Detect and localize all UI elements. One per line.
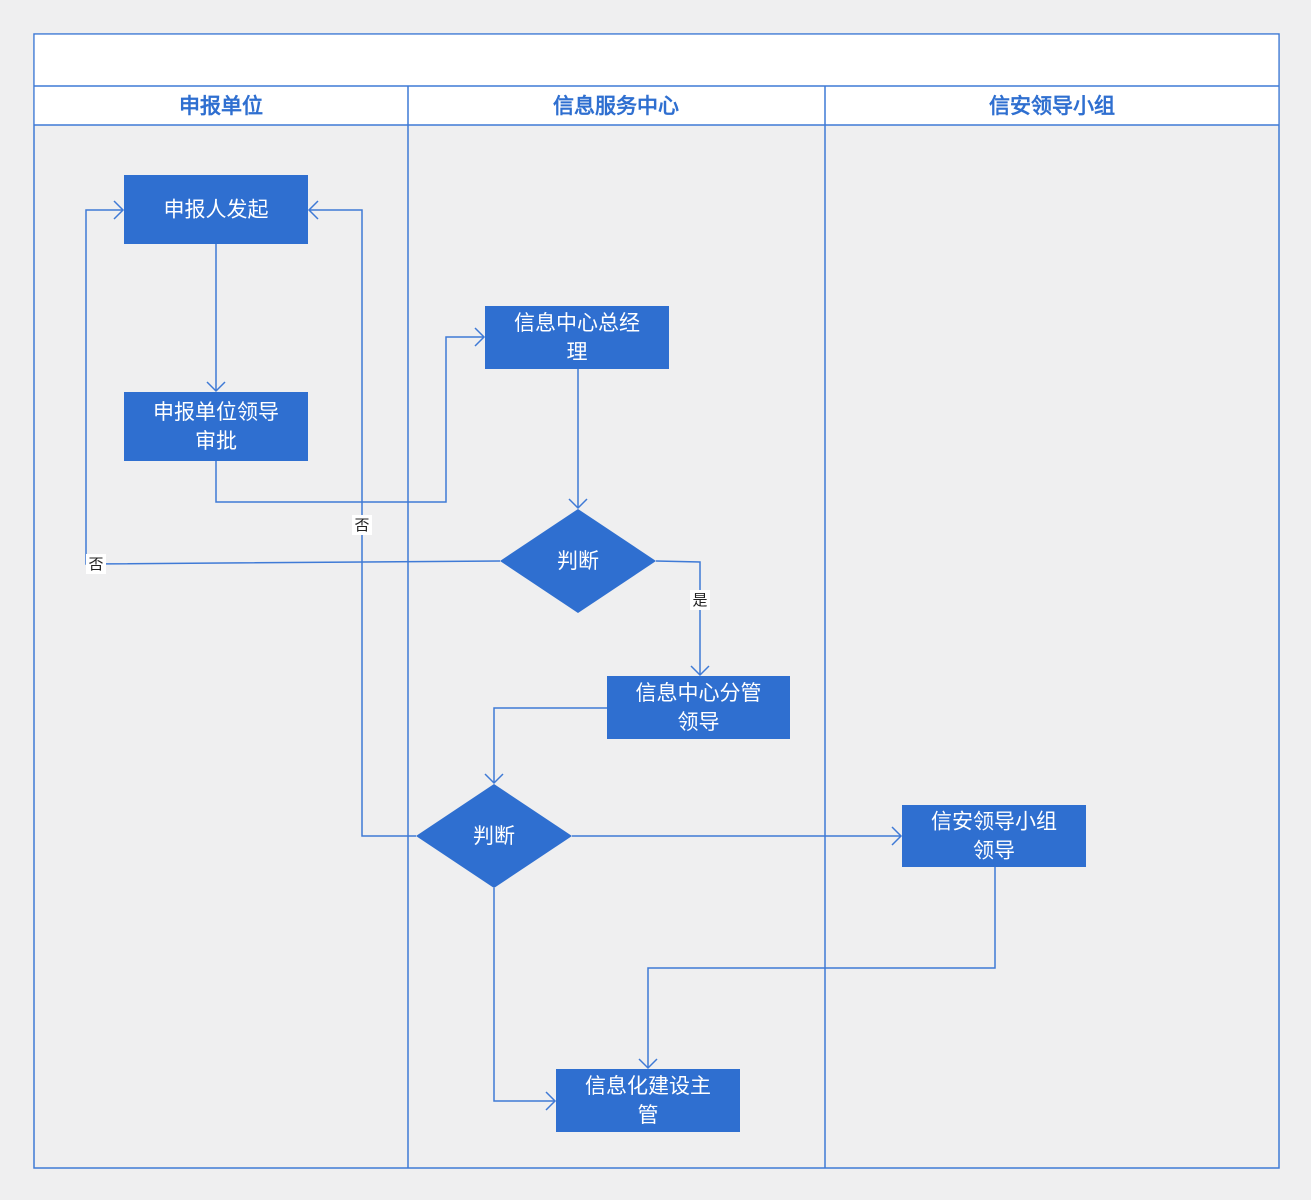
node-applicant-start-text-line-1: 申报人发起 [164, 198, 269, 222]
lane-header-security-group: 信安领导小组 [989, 94, 1115, 118]
edge-deputy-to-decision-2-arrowhead [484, 773, 504, 785]
edge-decision-2-reject-arrowhead [307, 200, 319, 220]
edge-labels-layer: 否是 否 [86, 515, 710, 610]
decision-2-shape [416, 784, 572, 888]
node-center-deputy-leader-text-line-1: 信息中心分管 [636, 681, 762, 705]
node-unit-leader-approval-text-line-1: 申报单位领导 [153, 400, 279, 424]
edge-decision-2-to-manager [493, 888, 555, 1102]
edge-unit-leader-to-gm-arrowhead [474, 327, 486, 347]
edge-decision-1-reject-label-bg [86, 554, 106, 574]
node-security-group-leader-shape [902, 805, 1086, 867]
edge-gm-to-decision-1-arrowhead [568, 498, 588, 510]
node-center-general-manager-shape [485, 306, 669, 369]
lane-header-bar [34, 86, 1279, 125]
edge-decision-1-reject [85, 209, 501, 565]
node-informatization-manager-text-line-1: 信息化建设主 [585, 1074, 711, 1098]
lane-header-info-center: 信息服务中心 [553, 94, 679, 118]
nodes-layer: 申报人发起申报单位领导审批信息中心总经理判断信息中心分管领导判断信安领导小组领导… [124, 175, 1086, 1132]
edge-decision-1-approve-label-bg [690, 590, 710, 610]
edge-decision-2-to-security-arrowhead [891, 826, 903, 846]
edge-decision-1-approve-arrowhead [690, 665, 710, 677]
edge-decision-1-approve-label: 是 [692, 591, 707, 609]
node-security-group-leader-text-line-1: 信安领导小组 [931, 810, 1057, 834]
edge-decision-1-reject-label: 否 [88, 555, 103, 573]
decision-1-shape [500, 509, 656, 613]
decision-2-text-line-1: 判断 [473, 824, 515, 848]
node-security-group-leader-text-line-2: 领导 [973, 839, 1015, 863]
edge-decision-2-reject-label: 否 [354, 516, 369, 534]
node-informatization-manager-shape [556, 1069, 740, 1132]
decision-1: 判断 [500, 509, 656, 613]
edge-start-to-unit-leader-arrowhead [206, 381, 226, 393]
edge-security-to-manager-arrowhead [638, 1058, 658, 1070]
edge-decision-2-reject-label-bg [352, 515, 372, 535]
node-applicant-start-shape [124, 175, 308, 244]
node-unit-leader-approval-shape [124, 392, 308, 461]
decision-1-text-line-1: 判断 [557, 549, 599, 573]
diagram-frame [33, 33, 1280, 1169]
node-informatization-manager-text-line-2: 管 [638, 1103, 659, 1127]
node-center-deputy-leader-shape [607, 676, 790, 739]
edge-decision-1-reject-arrowhead [113, 200, 125, 220]
edge-decision-1-approve [655, 560, 701, 675]
edge-security-to-manager [647, 867, 996, 1068]
edge-unit-leader-to-gm [215, 336, 484, 503]
edge-deputy-to-decision-2 [493, 707, 607, 783]
node-center-general-manager-text-line-1: 信息中心总经 [514, 311, 640, 335]
title-bar [34, 34, 1279, 86]
node-center-general-manager-text-line-2: 理 [567, 340, 588, 364]
node-unit-leader-approval-text-line-2: 审批 [195, 429, 237, 453]
node-center-deputy-leader-text-line-2: 领导 [678, 710, 720, 734]
edge-decision-2-to-manager-arrowhead [545, 1091, 557, 1111]
edges-layer [85, 200, 996, 1111]
lane-header-applicant: 申报单位 [179, 94, 263, 118]
node-applicant-start: 申报人发起 [124, 175, 308, 244]
decision-2: 判断 [416, 784, 572, 888]
